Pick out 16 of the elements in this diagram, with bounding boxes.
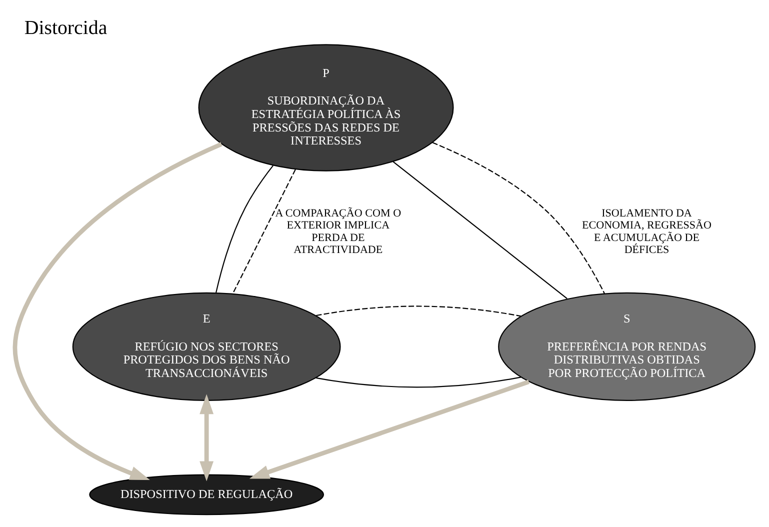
connector [316,305,521,316]
connector [232,168,296,294]
arrow [248,379,530,478]
connector [392,160,567,298]
edge-label: ISOLAMENTO DA ECONOMIA, REGRESSÃO E ACUMULAÇÃO DE DÉFICES [581,206,712,256]
connector [432,142,604,294]
node-ellipse: S PREFERÊNCIA POR RENDAS DISTRIBUTIVAS OBTIDAS POR PROTECÇÃO POLÍTICA [498,292,756,400]
node-ellipse: E REFÚGIO NOS SECTORES PROTEGIDOS DOS BENS NÃO TRANSACCIONÁVEIS [72,292,340,400]
arrow [12,142,222,480]
arrow [199,394,214,481]
connector [316,376,521,388]
node-ellipse: P SUBORDINAÇÃO DA ESTRATÉGIA POLÍTICA ÀS PRESSÕES DAS REDES DE INTERESSES [198,44,454,171]
connector [215,164,274,292]
edge-label: A COMPARAÇÃO COM O EXTERIOR IMPLICA PERDA DE ATRACTIVIDADE [274,206,401,256]
diagram-title: Distorcida [24,16,107,38]
node-ellipse: DISPOSITIVO DE REGULAÇÃO [88,474,324,515]
